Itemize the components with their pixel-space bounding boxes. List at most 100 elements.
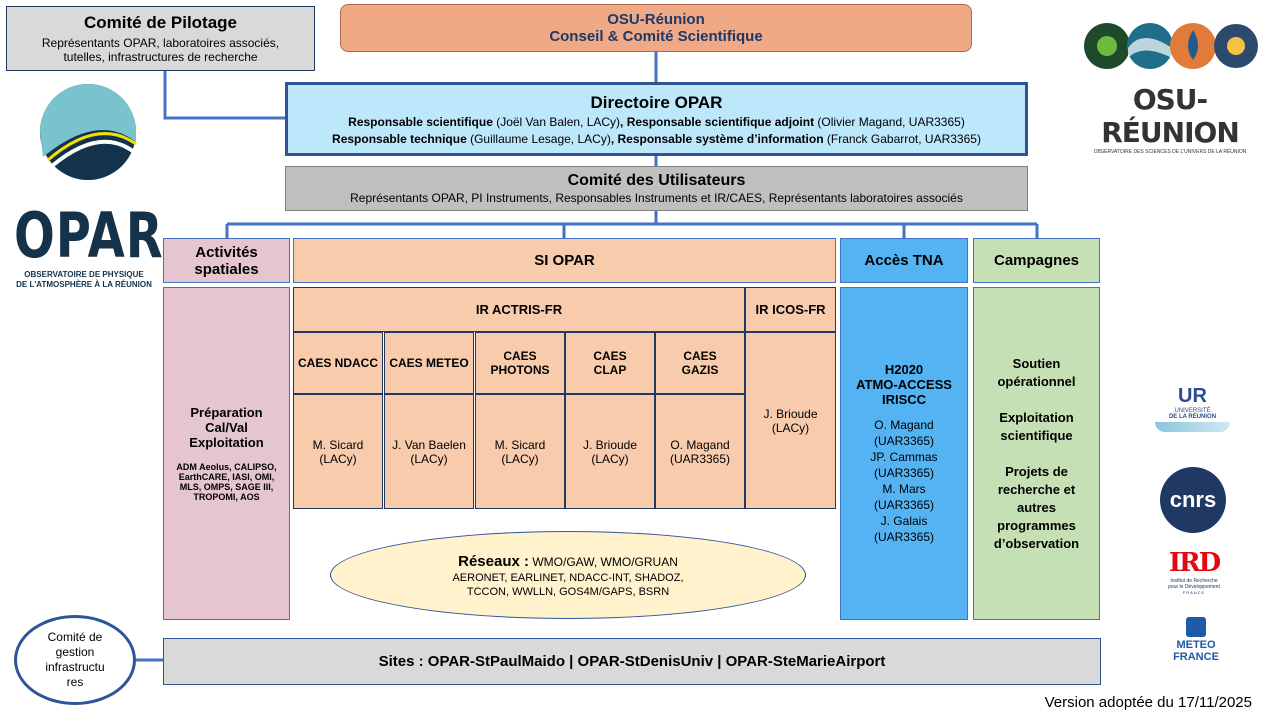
caes-lab: (LACy) [410,451,448,466]
cnrs-logo: cnrs [1160,467,1226,533]
campagnes-item-line: opérationnel [997,373,1076,389]
caes-name-line1: CAES METEO [389,356,469,370]
version-label: Version adoptée du 17/11/2025 [1044,694,1252,711]
acces-tna-header: Accès TNA [840,238,968,283]
role-resp-scientifique-adjoint: , Responsable scientifique adjoint [620,114,815,129]
caes-person: M. Sicard [312,437,364,452]
caes-header-0: CAES NDACC [293,332,383,394]
caes-name-line2: GAZIS [681,363,719,377]
campagnes-item-line [994,445,1079,463]
tna-program-l3: IRISCC [881,392,927,407]
role-resp-technique: Responsable technique [332,131,467,146]
gestion-l1: Comité de [47,630,103,644]
ur-sub2: DE LA RÉUNION [1168,414,1217,420]
caes-name-line1: CAES NDACC [297,356,378,370]
reseaux-line1: WMO/GAW, WMO/GRUAN [529,554,678,569]
opar-wordmark: OPAR [14,200,164,273]
ird-wordmark: IRD [1168,548,1221,578]
opar-emblem-icon [40,84,137,180]
acces-tna-title: Accès TNA [864,252,944,269]
ir-icos-title: IR ICOS-FR [755,302,826,317]
name-resp-si: (Franck Gabarrot, UAR3365) [823,131,981,146]
tna-person-line: J. Galais [880,514,928,528]
spatiales-missions-l1: ADM Aeolus, CALIPSO, [176,462,277,472]
activites-spatiales-header: Activités spatiales [163,238,290,283]
si-opar-title: SI OPAR [534,252,595,269]
caes-lab: (UAR3365) [669,451,731,466]
caes-name-line1: CAES [683,349,717,363]
ur-mark: UR [1178,385,1207,407]
name-resp-scientifique: (Joël Van Balen, LACy) [492,114,621,129]
ir-icos-person: J. Brioude [763,406,818,421]
directoire-line2: Responsable technique (Guillaume Lesage,… [332,132,981,146]
opar-logo: OPAR OBSERVATOIRE DE PHYSIQUE DE L'ATMOS… [14,82,164,302]
gestion-l4: res [66,675,84,689]
directoire-title: Directoire OPAR [590,92,723,112]
campagnes-title: Campagnes [993,252,1080,269]
comite-utilisateurs-title: Comité des Utilisateurs [567,172,746,189]
sites-box: Sites : OPAR-StPaulMaido | OPAR-StDenisU… [163,638,1101,685]
universite-reunion-logo: UR UNIVERSITÉ DE LA RÉUNION [1155,385,1230,432]
caes-name-line2: CLAP [593,363,627,377]
tna-person-line: (UAR3365) [873,530,934,544]
role-resp-si: , Responsable système d’information [610,131,824,146]
campagnes-item-line: recherche et [997,481,1076,497]
ir-actris-header: IR ACTRIS-FR [293,287,745,332]
tna-program-l2: ATMO-ACCESS [856,377,952,392]
cnrs-wordmark: cnrs [1169,487,1217,512]
activites-spatiales-title-l1: Activités [195,243,258,261]
osu-reunion-logo: OSU-RÉUNION OBSERVATOIRE DES SCIENCES DE… [1082,18,1258,155]
ur-wave-icon [1155,422,1230,432]
sites-text: Sites : OPAR-StPaulMaido | OPAR-StDenisU… [378,653,886,670]
spatiales-missions-l3: MLS, OMPS, SAGE III, [179,482,274,492]
caes-person: J. Brioude [582,437,638,452]
meteo-l2: FRANCE [1173,651,1219,663]
ir-icos-lab: (LACy) [771,420,810,435]
caes-person: M. Sicard [494,437,546,452]
caes-responsible-2: M. Sicard(LACy) [475,394,565,509]
activites-spatiales-title-l2: spatiales [194,260,259,278]
tna-person-line: (UAR3365) [873,466,934,480]
campagnes-item-line: d’observation [993,535,1080,551]
ir-icos-body: J. Brioude (LACy) [745,332,836,509]
osu-reunion-subtitle: Conseil & Comité Scientifique [549,28,763,45]
comite-pilotage-line2: tutelles, infrastructures de recherche [63,50,258,64]
meteo-france-icon [1186,617,1206,637]
ird-sub2: pour le Développement [1168,584,1220,590]
directoire-line1: Responsable scientifique (Joël Van Balen… [348,115,965,129]
tna-person-line: (UAR3365) [873,434,934,448]
comite-pilotage-box: Comité de Pilotage Représentants OPAR, l… [6,6,315,71]
caes-responsible-1: J. Van Baelen(LACy) [384,394,474,509]
ird-logo: IRD Institut de Recherche pour le Dévelo… [1162,548,1226,595]
tna-program-l1: H2020 [884,362,924,377]
name-resp-scientifique-adjoint: (Olivier Magand, UAR3365) [814,114,965,129]
caes-name-line1: CAES [503,349,537,363]
ur-sub1: UNIVERSITÉ [1174,408,1211,414]
campagnes-item-line [994,391,1079,409]
ir-icos-header: IR ICOS-FR [745,287,836,332]
reseaux-line2: AERONET, EARLINET, NDACC-INT, SHADOZ, [452,571,684,584]
reseaux-label: Réseaux : [458,552,529,570]
reseaux-ellipse: Réseaux : WMO/GAW, WMO/GRUAN AERONET, EA… [330,531,806,619]
opar-subtitle-1: OBSERVATOIRE DE PHYSIQUE [24,270,144,279]
spatiales-missions-l2: EarthCARE, IASI, OMI, [178,472,275,482]
campagnes-item-line: programmes [997,517,1076,533]
campagnes-item-line: Soutien [1012,355,1061,371]
activites-spatiales-body: Préparation Cal/Val Exploitation ADM Aeo… [163,287,290,620]
tna-person-line: O. Magand [874,418,934,432]
meteo-france-logo: METEO FRANCE [1164,617,1228,663]
osu-wordmark: OSU-RÉUNION [1101,83,1240,149]
comite-utilisateurs-box: Comité des Utilisateurs Représentants OP… [285,166,1028,211]
gestion-l3: infrastructu [45,660,105,674]
caes-person: J. Van Baelen [392,437,466,452]
osu-reunion-box: OSU-Réunion Conseil & Comité Scientifiqu… [340,4,972,52]
caes-lab: (LACy) [591,451,629,466]
role-resp-scientifique: Responsable scientifique [348,114,493,129]
caes-person: O. Magand [670,437,730,452]
ir-actris-title: IR ACTRIS-FR [475,302,563,317]
caes-lab: (LACy) [319,451,357,466]
